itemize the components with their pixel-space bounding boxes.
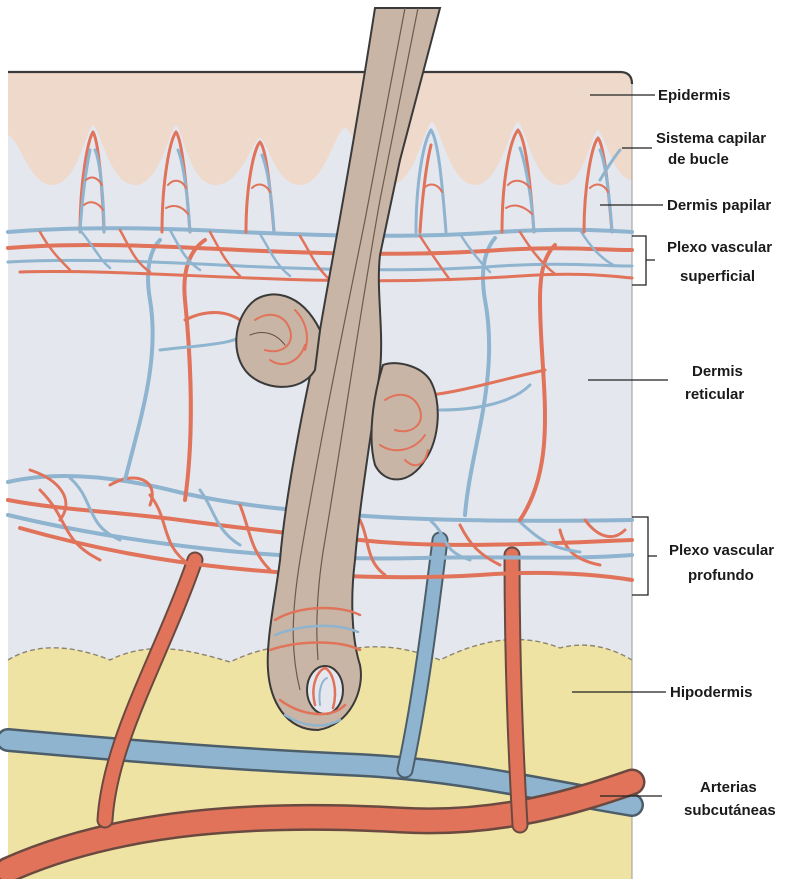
- deep-plexus-label-line2: profundo: [688, 567, 754, 584]
- label-deep-plexus: Plexo vascular profundo: [632, 517, 774, 595]
- subcutaneous-arteries-label-line2: subcutáneas: [684, 802, 776, 819]
- loop-capillary-label-line2: de bucle: [668, 151, 729, 168]
- hypodermis-label: Hipodermis: [670, 684, 753, 701]
- superficial-plexus-label-line2: superficial: [680, 268, 755, 285]
- loop-capillary-label-line1: Sistema capilar: [656, 130, 766, 147]
- subcutaneous-arteries-label-line1: Arterias: [700, 779, 757, 796]
- reticular-dermis-label-line2: reticular: [685, 386, 744, 403]
- epidermis-label: Epidermis: [658, 87, 731, 104]
- superficial-plexus-label-line1: Plexo vascular: [667, 239, 772, 256]
- papillary-dermis-label: Dermis papilar: [667, 197, 771, 214]
- deep-plexus-label-line1: Plexo vascular: [669, 542, 774, 559]
- label-loop-capillary: Sistema capilar de bucle: [622, 130, 766, 168]
- reticular-dermis-label-line1: Dermis: [692, 363, 743, 380]
- label-superficial-plexus: Plexo vascular superficial: [632, 236, 772, 285]
